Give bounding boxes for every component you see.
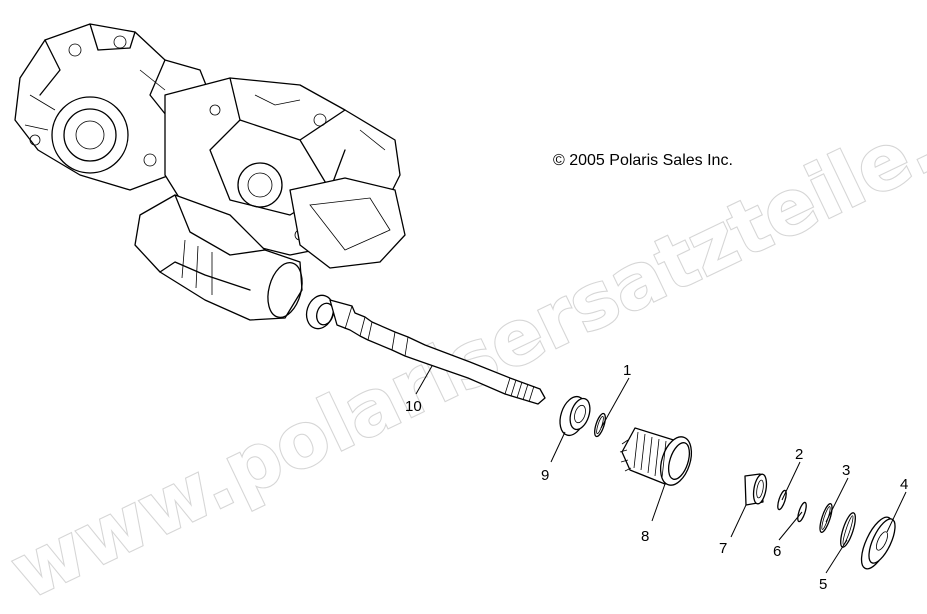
callout-1: 1 bbox=[623, 362, 631, 379]
callout-8: 8 bbox=[641, 528, 649, 545]
part-4-seal bbox=[860, 516, 896, 570]
callout-3: 3 bbox=[842, 462, 850, 479]
callout-4: 4 bbox=[900, 476, 908, 493]
part-2-washer bbox=[777, 489, 787, 511]
callout-5: 5 bbox=[819, 576, 827, 593]
part-1-snap-ring bbox=[594, 412, 606, 438]
callout-10: 10 bbox=[405, 398, 422, 415]
copyright-notice: © 2005 Polaris Sales Inc. bbox=[553, 152, 733, 169]
callout-6: 6 bbox=[773, 543, 781, 560]
part-3-ring bbox=[819, 503, 833, 533]
part-5-snap-ring bbox=[840, 512, 856, 548]
leader-lines bbox=[415, 365, 907, 574]
part-8-gear bbox=[619, 427, 693, 486]
part-6-snap-ring bbox=[797, 501, 807, 523]
part-7-bushing bbox=[744, 473, 768, 506]
part-10-shaft bbox=[305, 294, 546, 405]
part-9-bearing bbox=[559, 395, 591, 437]
callout-2: 2 bbox=[795, 446, 803, 463]
callout-9: 9 bbox=[541, 467, 549, 484]
callout-7: 7 bbox=[719, 540, 727, 557]
engine-assembly-illustration bbox=[14, 23, 406, 321]
callout-labels: 1 2 3 4 5 6 7 8 9 10 bbox=[405, 362, 908, 593]
